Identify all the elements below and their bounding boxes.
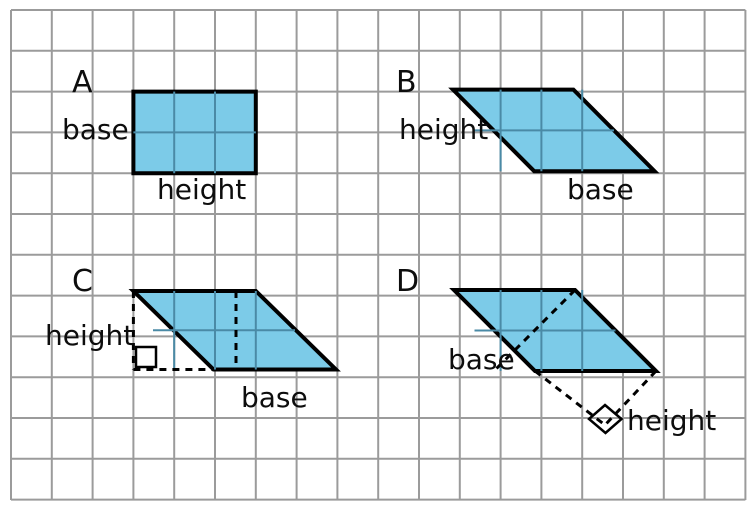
figure-a-inner-grid <box>133 91 256 174</box>
figure-a-group: A base height <box>62 65 258 206</box>
figure-b-letter: B <box>396 65 417 100</box>
figure-d-group: D base height <box>396 264 716 437</box>
figure-d-inner-grid <box>474 290 616 371</box>
figure-b-base-label: base <box>567 173 634 206</box>
figure-b-height-label: height <box>399 113 488 146</box>
figure-d-letter: D <box>396 264 419 299</box>
figure-c-height-label: height <box>45 319 134 352</box>
figure-d-interior-height-line <box>492 288 577 373</box>
figure-c-group: C height base <box>45 264 341 414</box>
figure-a-base-label: base <box>62 113 129 146</box>
figure-c-inner-grid <box>153 291 295 370</box>
figure-b-group: B height base <box>396 65 660 206</box>
figure-d-base-extension <box>534 369 606 427</box>
figure-d-base-label: base <box>448 343 515 376</box>
figure-c-right-angle-marker <box>134 345 158 369</box>
figure-c-base-label: base <box>241 381 308 414</box>
figure-d-right-angle-marker <box>587 403 624 435</box>
figure-c-dashed-construction <box>131 291 238 371</box>
figure-d-dashed-construction <box>492 288 658 427</box>
figure-c-letter: C <box>72 264 93 299</box>
figure-b-inner-grid <box>473 89 614 172</box>
figure-d-height-label: height <box>627 404 716 437</box>
figure-a-letter: A <box>72 65 93 100</box>
figure-a-height-label: height <box>157 173 246 206</box>
